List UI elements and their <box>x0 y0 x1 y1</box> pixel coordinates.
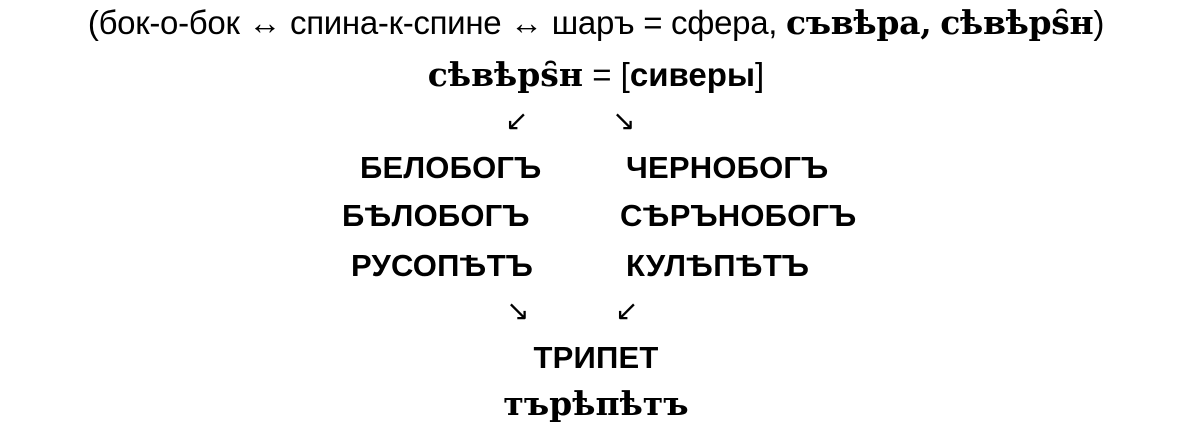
equation-line: сѣвѣрѕ̑н = [сиверы] <box>0 52 1192 98</box>
arrow-down-left-icon: ↙ <box>615 294 639 327</box>
bottom-modern-word: ТРИПЕТ <box>533 340 659 375</box>
left-column-row-3: РУСОПѢТЪ <box>351 248 533 283</box>
header-line: (бок-о-бок ↔ спина-к-спине ↔ шаръ = сфер… <box>0 0 1192 46</box>
left-column-row-1: БЕЛОБОГЪ <box>360 150 542 185</box>
equation-modern-word: сиверы <box>629 56 756 93</box>
arrow-down-right-icon: ↘ <box>612 104 636 137</box>
right-column-row-1: ЧЕРНОБОГЪ <box>626 150 829 185</box>
equation-equals-sign: = <box>592 56 612 93</box>
bottom-slavonic-word: търѣпѣтъ <box>503 384 689 423</box>
arrow-down-left-icon: ↙ <box>505 104 529 137</box>
equation-slavonic-word: сѣвѣрѕ̑н <box>427 55 584 94</box>
equation-bracket-close: ] <box>755 56 765 93</box>
arrow-down-right-icon: ↘ <box>506 294 530 327</box>
right-column-row-2: СѢРЪНОБОГЪ <box>620 198 857 233</box>
equation-bracket-open: [ <box>620 56 630 93</box>
header-prefix-text: (бок-о-бок ↔ спина-к-спине ↔ шаръ = сфер… <box>87 4 778 41</box>
header-suffix-text: ) <box>1093 4 1105 41</box>
header-slavonic-word-2: сѣвѣрѕ̑н <box>940 3 1094 42</box>
right-column-row-3: КУЛѢПѢТЪ <box>626 248 810 283</box>
left-column-row-2: БѢЛОБОГЪ <box>342 198 530 233</box>
header-slavonic-word-1: съвѣра, <box>786 3 932 42</box>
